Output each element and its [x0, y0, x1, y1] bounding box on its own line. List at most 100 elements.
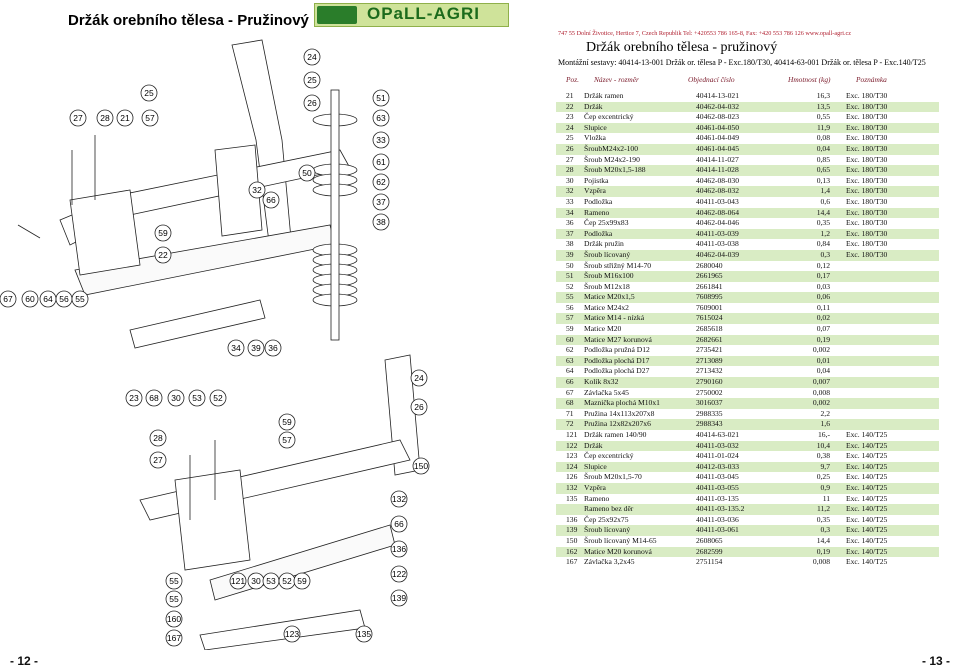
- cell-code: 40411-03-039: [696, 228, 739, 238]
- callout-circle: [372, 131, 390, 149]
- cell-code: 2751154: [696, 557, 723, 567]
- cell-code: 2750002: [696, 387, 723, 397]
- cell-weight: 0,11: [816, 302, 830, 312]
- cell-weight: 0,19: [816, 546, 830, 556]
- lower-rameno-bez-der: [199, 609, 366, 650]
- callout-circle: [264, 339, 282, 357]
- cell-name: Držák ramen: [584, 91, 624, 100]
- cell-name: Matice M20: [584, 324, 622, 334]
- cell-code: 40411-03-036: [696, 514, 739, 524]
- cell-name: Rameno: [584, 207, 610, 217]
- callout-circle: [372, 173, 390, 191]
- callout-label: 50: [302, 168, 312, 178]
- cell-code: 40462-04-046: [696, 218, 740, 228]
- upper-bracket: [214, 144, 263, 237]
- callout-label: 160: [167, 614, 181, 624]
- cell-weight: 11,2: [816, 504, 830, 514]
- cell-code: 40411-03-055: [696, 482, 739, 492]
- cell-weight: 11: [822, 493, 830, 503]
- cell-name: Pojistka: [584, 175, 609, 185]
- cell-note: Exc. 140/T25: [846, 535, 888, 545]
- company-logo: OPaLL-AGRI: [314, 3, 509, 27]
- cell-note: Exc. 140/T25: [846, 493, 888, 503]
- upper-holder-block: [69, 189, 141, 276]
- cell-code: 2661965: [696, 271, 723, 281]
- cell-name: Šroub lícovaný: [584, 525, 631, 535]
- cell-pos: 36: [566, 218, 574, 228]
- callout-label: 68: [149, 393, 159, 403]
- callout-circle: [303, 71, 321, 89]
- cell-weight: 14,4: [816, 207, 830, 217]
- cell-code: 40462-04-039: [696, 249, 740, 259]
- callout-circle: [262, 191, 280, 209]
- callout-label: 62: [376, 177, 386, 187]
- cell-note: Exc. 180/T30: [846, 122, 888, 132]
- cell-name: Maznička plochá M10x1: [584, 398, 660, 408]
- cell-note: Exc. 180/T30: [846, 175, 888, 185]
- cell-name: Vzpěra: [584, 186, 606, 196]
- cell-pos: 38: [566, 239, 574, 249]
- callout-label: 26: [307, 98, 317, 108]
- cell-pos: 167: [566, 557, 578, 567]
- cell-weight: 0,3: [820, 525, 831, 535]
- cell-name: Šroub M20x1,5-70: [584, 472, 642, 482]
- callout-label: 121: [231, 576, 245, 586]
- cell-weight: 1,2: [820, 228, 831, 238]
- cell-name: Šroub M24x2-190: [584, 154, 640, 164]
- callout-label: 53: [266, 576, 276, 586]
- cell-pos: 23: [566, 112, 574, 122]
- callout-circle: [140, 84, 158, 102]
- cell-weight: 0,08: [816, 133, 830, 143]
- cell-code: 7609001: [696, 302, 723, 312]
- callout-label: 24: [307, 52, 317, 62]
- cell-name: Pružina 12x82x207x6: [584, 419, 651, 429]
- callout-label: 53: [192, 393, 202, 403]
- cell-note: Exc. 180/T30: [846, 91, 888, 100]
- cell-note: Exc. 180/T30: [846, 112, 888, 122]
- callout-circle: [355, 625, 373, 643]
- cell-name: Vložka: [584, 133, 606, 143]
- cell-note: Exc. 180/T30: [846, 165, 888, 175]
- callout-circle: [149, 429, 167, 447]
- cell-name: Držák ramen 140/90: [584, 430, 647, 439]
- callout-label: 39: [251, 343, 261, 353]
- callout-circle: [154, 246, 172, 264]
- callout-circle: [165, 590, 183, 608]
- callout-label: 23: [129, 393, 139, 403]
- cell-pos: 26: [566, 143, 574, 153]
- cell-weight: 9,7: [820, 461, 831, 471]
- cell-weight: 0,002: [812, 398, 830, 408]
- cell-note: Exc. 180/T30: [846, 143, 888, 153]
- cell-note: Exc. 140/T25: [846, 525, 888, 535]
- cell-name: Držák: [584, 101, 603, 111]
- cell-note: Exc. 180/T30: [846, 207, 888, 217]
- callout-circle: [96, 109, 114, 127]
- cell-note: Exc. 180/T30: [846, 101, 888, 111]
- cell-code: 40461-04-045: [696, 143, 740, 153]
- cell-weight: 0,008: [812, 387, 830, 397]
- cell-code: 2988343: [696, 419, 723, 429]
- header-pos: Poz.: [566, 75, 579, 84]
- cell-weight: 0,6: [820, 196, 831, 206]
- cell-name: ŠroubM24x2-100: [584, 143, 639, 153]
- pin-67: [17, 224, 41, 239]
- cell-code: 2735421: [696, 345, 723, 355]
- callout-label: 59: [282, 417, 292, 427]
- lower-holder-block: [174, 469, 251, 571]
- cell-weight: 0,007: [812, 377, 830, 387]
- cell-note: Exc. 140/T25: [846, 430, 888, 439]
- cell-code: 2713089: [696, 355, 723, 365]
- cell-name: Vzpěra: [584, 482, 606, 492]
